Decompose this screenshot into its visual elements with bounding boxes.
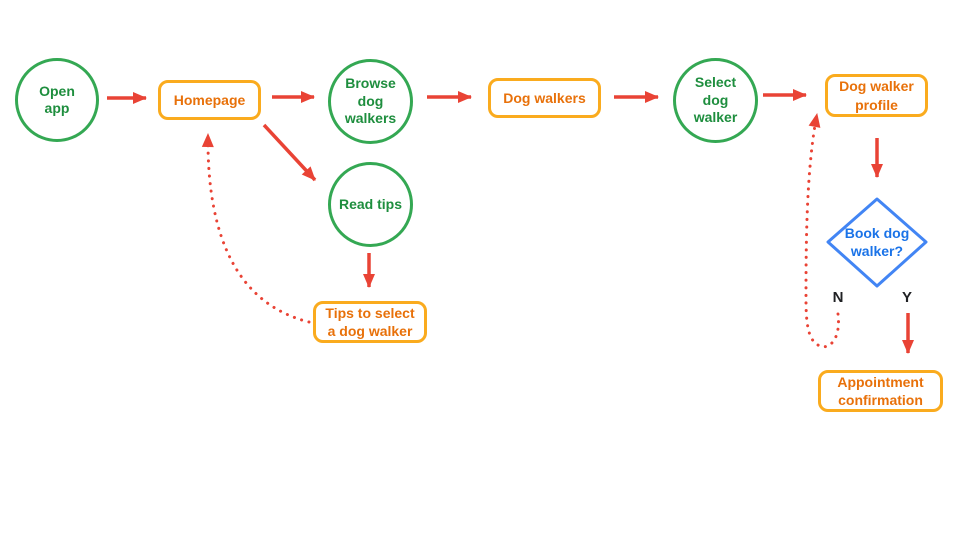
node-select-dog-walker: Select dog walker: [673, 58, 758, 143]
decision-branch-yes-label: Y: [901, 289, 912, 306]
node-dog-walker-profile-label: Dog walker profile: [839, 78, 914, 113]
node-tips-to-select-label: Tips to select a dog walker: [325, 304, 415, 339]
node-dog-walkers: Dog walkers: [488, 78, 601, 118]
node-browse-dog-walkers-label: Browse dog walkers: [344, 75, 397, 127]
node-tips-to-select: Tips to select a dog walker: [313, 301, 427, 343]
node-browse-dog-walkers: Browse dog walkers: [328, 59, 413, 144]
node-homepage: Homepage: [158, 80, 261, 120]
node-appointment-confirmation: Appointment confirmation: [818, 370, 943, 412]
node-appointment-confirmation-label: Appointment confirmation: [837, 373, 924, 408]
node-read-tips: Read tips: [328, 162, 413, 247]
node-dog-walker-profile: Dog walker profile: [825, 74, 928, 117]
node-open-app-label: Open app: [39, 82, 75, 117]
node-homepage-label: Homepage: [173, 91, 246, 108]
node-read-tips-label: Read tips: [338, 195, 402, 212]
arrow-homepage-to-read-tips: [262, 123, 317, 182]
node-select-dog-walker-label: Select dog walker: [693, 74, 738, 126]
node-open-app: Open app: [15, 58, 99, 142]
decision-branch-no-label: N: [832, 289, 844, 306]
node-book-dog-walker-label: Book dog walker?: [844, 225, 910, 260]
dotted-arrow-tips-box-to-homepage: [201, 132, 311, 324]
node-dog-walkers-label: Dog walkers: [503, 89, 586, 106]
